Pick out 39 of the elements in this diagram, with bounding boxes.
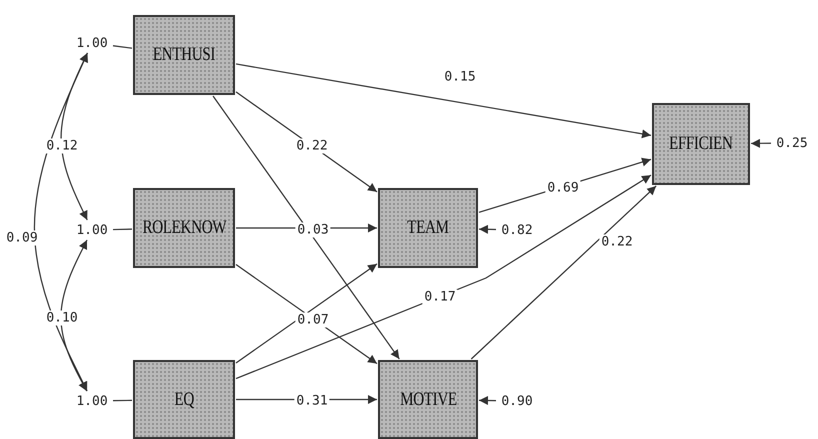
variable-name: TEAM [407, 217, 449, 239]
edge-label: 0.12 [44, 138, 80, 154]
variable-box [133, 360, 235, 439]
variable-name: EQ [174, 388, 194, 410]
variable-name: MOTIVE [400, 388, 456, 410]
arrow [470, 186, 657, 360]
edge-label: 0.03 [295, 222, 331, 238]
arrow [34, 52, 88, 392]
variable-name: EFFICIEN [669, 133, 733, 155]
arrow [212, 96, 400, 360]
arrow [751, 138, 771, 148]
variance-value: 1.00 [72, 392, 112, 410]
arrow [60, 240, 88, 392]
arrow [478, 396, 496, 405]
variable-name: ROLEKNOW [142, 217, 226, 239]
arrow [478, 224, 496, 234]
edge-label: 0.17 [422, 290, 458, 304]
variable-name: ENTHUSI [152, 44, 216, 66]
connector-line [112, 228, 132, 230]
variance-value: 0.25 [772, 134, 812, 152]
variance-value: 1.00 [72, 221, 112, 239]
variable-box [133, 15, 235, 95]
edge-label: 0.22 [294, 138, 330, 154]
arrow [236, 174, 652, 380]
edge-label: 0.10 [44, 310, 80, 326]
variable-box [378, 360, 478, 439]
edge-label: 0.09 [4, 230, 40, 246]
variance-value: 0.90 [497, 392, 537, 410]
edge-label: 0.07 [295, 312, 331, 328]
variable-box [133, 188, 235, 268]
variable-box [378, 188, 478, 268]
arrow [236, 63, 652, 138]
edge-label: 0.69 [545, 180, 581, 196]
connector-line [112, 45, 132, 49]
variance-value: 0.82 [497, 221, 537, 239]
arrow [60, 52, 88, 220]
variable-box [652, 103, 750, 185]
variance-value: 1.00 [72, 34, 112, 52]
connector-line [112, 400, 132, 402]
